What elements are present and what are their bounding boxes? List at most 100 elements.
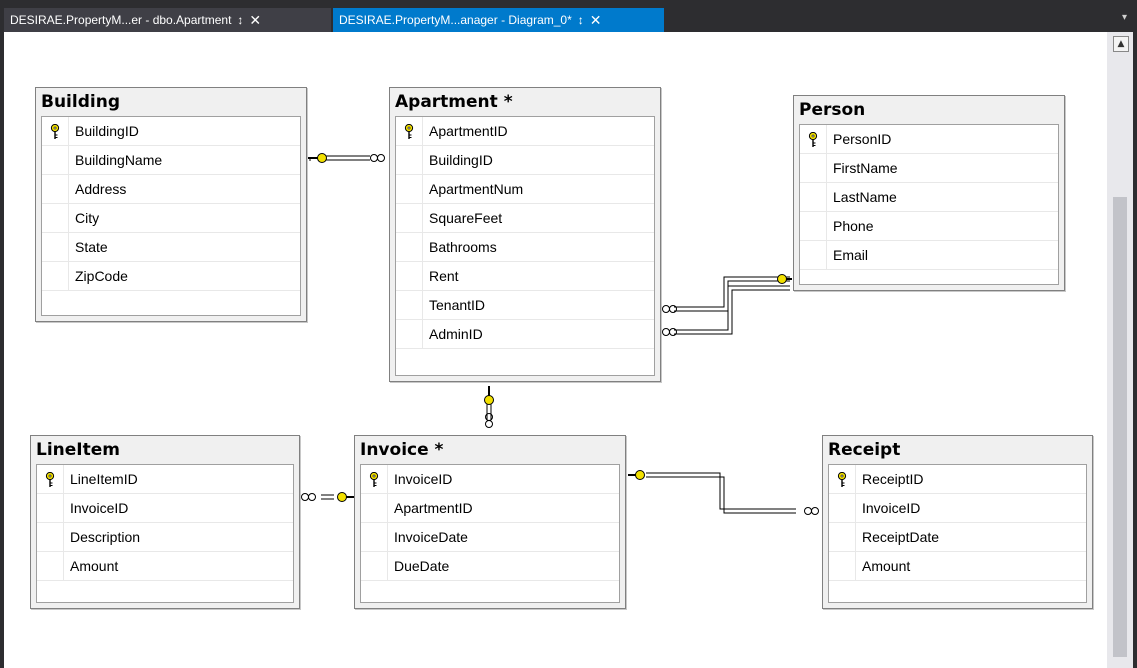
row-selector[interactable] xyxy=(800,211,827,241)
column-row[interactable]: State xyxy=(42,232,300,262)
row-selector[interactable] xyxy=(42,261,69,291)
row-selector[interactable] xyxy=(396,145,423,175)
row-selector[interactable] xyxy=(361,464,388,494)
column-row[interactable]: DueDate xyxy=(361,551,619,581)
row-selector[interactable] xyxy=(829,464,856,494)
column-row[interactable]: BuildingID xyxy=(42,116,300,146)
column-row[interactable]: Phone xyxy=(800,211,1058,241)
column-row[interactable]: Amount xyxy=(829,551,1086,581)
row-selector[interactable] xyxy=(829,493,856,523)
row-selector[interactable] xyxy=(800,182,827,212)
row-selector[interactable] xyxy=(42,174,69,204)
relationship-apartment-invoice[interactable] xyxy=(486,402,492,420)
key-icon xyxy=(837,471,847,487)
key-icon xyxy=(808,131,818,147)
column-row[interactable]: Address xyxy=(42,174,300,204)
infinity-icon xyxy=(662,328,677,336)
row-selector[interactable] xyxy=(396,203,423,233)
column-row[interactable]: City xyxy=(42,203,300,233)
relationship-invoice-receipt[interactable] xyxy=(646,472,796,514)
column-name: BuildingName xyxy=(75,152,163,168)
column-row[interactable]: SquareFeet xyxy=(396,203,654,233)
row-selector[interactable] xyxy=(37,464,64,494)
row-selector[interactable] xyxy=(396,261,423,291)
column-row[interactable]: Rent xyxy=(396,261,654,291)
document-tab-bar: DESIRAE.PropertyM...er - dbo.Apartment ↕… xyxy=(0,0,1137,32)
column-row[interactable]: FirstName xyxy=(800,153,1058,183)
row-selector[interactable] xyxy=(396,116,423,146)
relationship-lineitem-invoice[interactable] xyxy=(321,494,334,500)
column-row[interactable]: ZipCode xyxy=(42,261,300,291)
column-row[interactable]: InvoiceID xyxy=(829,493,1086,523)
column-row[interactable]: BuildingID xyxy=(396,145,654,175)
row-selector[interactable] xyxy=(361,493,388,523)
column-name: Amount xyxy=(70,558,119,574)
key-icon xyxy=(308,153,327,163)
column-row[interactable]: Bathrooms xyxy=(396,232,654,262)
column-row[interactable]: Amount xyxy=(37,551,293,581)
window-edge xyxy=(1133,32,1137,668)
scroll-up-icon[interactable]: ▲ xyxy=(1113,36,1129,52)
column-row[interactable]: InvoiceID xyxy=(361,464,619,494)
close-icon[interactable]: ✕ xyxy=(249,11,262,28)
column-row[interactable]: LineItemID xyxy=(37,464,293,494)
pin-icon[interactable]: ↕ xyxy=(237,13,244,27)
table-invoice[interactable]: Invoice * InvoiceID ApartmentID InvoiceDat… xyxy=(354,435,626,609)
row-selector[interactable] xyxy=(42,116,69,146)
relationship-building-apartment[interactable] xyxy=(320,155,370,161)
column-row[interactable]: InvoiceID xyxy=(37,493,293,523)
column-row[interactable]: ReceiptID xyxy=(829,464,1086,494)
tab-apartment-table[interactable]: DESIRAE.PropertyM...er - dbo.Apartment ↕… xyxy=(4,8,331,32)
row-selector[interactable] xyxy=(361,522,388,552)
column-row[interactable]: AdminID xyxy=(396,319,654,349)
column-row[interactable]: ApartmentID xyxy=(361,493,619,523)
pin-icon[interactable]: ↕ xyxy=(577,13,584,27)
column-row[interactable]: PersonID xyxy=(800,124,1058,154)
row-selector[interactable] xyxy=(37,493,64,523)
column-row[interactable]: Description xyxy=(37,522,293,552)
column-row[interactable]: Email xyxy=(800,240,1058,270)
infinity-icon xyxy=(804,507,819,515)
key-icon xyxy=(404,123,414,139)
row-selector[interactable] xyxy=(396,319,423,349)
close-icon[interactable]: ✕ xyxy=(589,11,602,28)
row-selector[interactable] xyxy=(37,522,64,552)
column-row[interactable]: BuildingName xyxy=(42,145,300,175)
row-selector[interactable] xyxy=(42,203,69,233)
column-row[interactable]: InvoiceDate xyxy=(361,522,619,552)
table-title: Invoice * xyxy=(360,440,444,460)
row-selector[interactable] xyxy=(42,145,69,175)
row-selector[interactable] xyxy=(37,551,64,581)
tab-diagram[interactable]: DESIRAE.PropertyM...anager - Diagram_0* … xyxy=(333,8,664,32)
row-selector[interactable] xyxy=(396,290,423,320)
row-selector[interactable] xyxy=(396,232,423,262)
row-selector[interactable] xyxy=(829,551,856,581)
relationship-apartment-person[interactable] xyxy=(674,276,790,335)
scroll-thumb[interactable] xyxy=(1113,197,1127,657)
row-selector[interactable] xyxy=(361,551,388,581)
column-row[interactable]: ApartmentNum xyxy=(396,174,654,204)
row-selector[interactable] xyxy=(800,153,827,183)
column-name: ApartmentID xyxy=(394,500,473,516)
key-icon xyxy=(777,274,792,284)
column-name: InvoiceID xyxy=(862,500,921,516)
column-row[interactable]: ReceiptDate xyxy=(829,522,1086,552)
row-selector[interactable] xyxy=(800,240,827,270)
column-row[interactable]: ApartmentID xyxy=(396,116,654,146)
row-selector[interactable] xyxy=(42,232,69,262)
vertical-scrollbar[interactable]: ▲ xyxy=(1107,32,1133,668)
row-selector[interactable] xyxy=(829,522,856,552)
column-name: ZipCode xyxy=(75,268,128,284)
row-selector[interactable] xyxy=(800,124,827,154)
column-row[interactable]: LastName xyxy=(800,182,1058,212)
tab-overflow-dropdown-icon[interactable]: ▾ xyxy=(1121,12,1127,23)
column-row[interactable]: TenantID xyxy=(396,290,654,320)
row-selector[interactable] xyxy=(396,174,423,204)
